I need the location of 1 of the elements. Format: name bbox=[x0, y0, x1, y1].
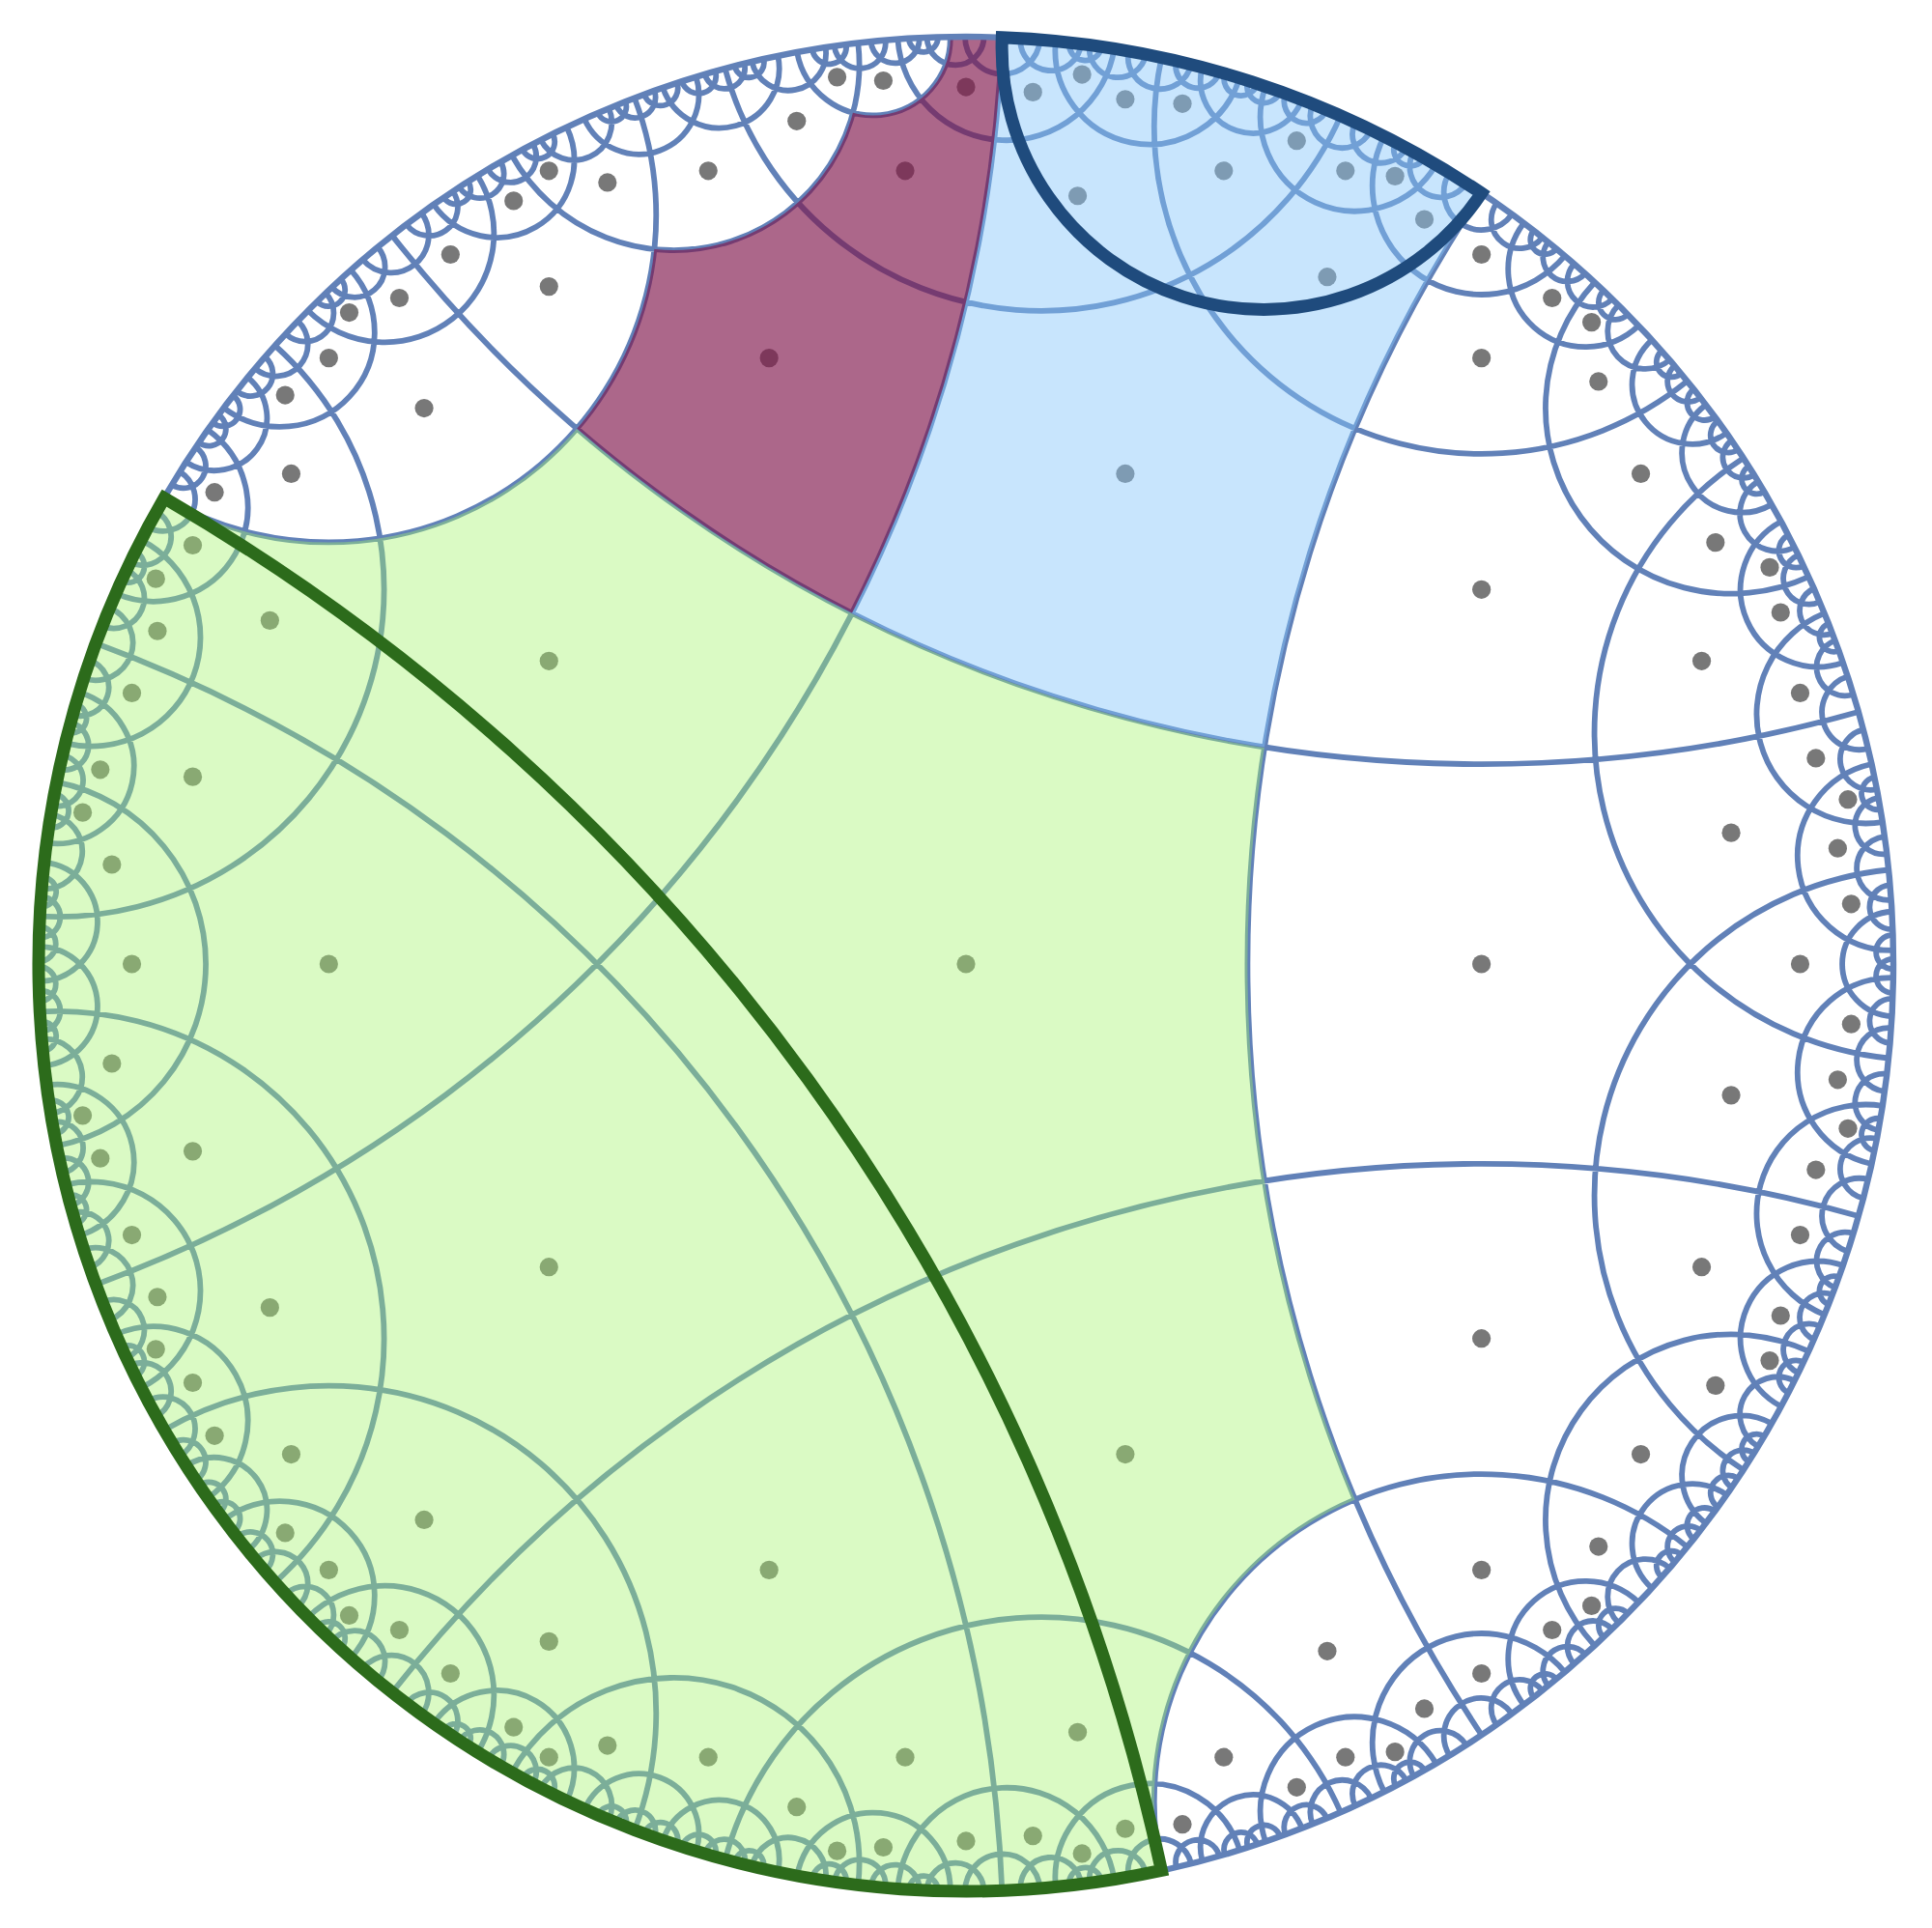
hyperbolic-tiling-illustration bbox=[31, 29, 1901, 1899]
